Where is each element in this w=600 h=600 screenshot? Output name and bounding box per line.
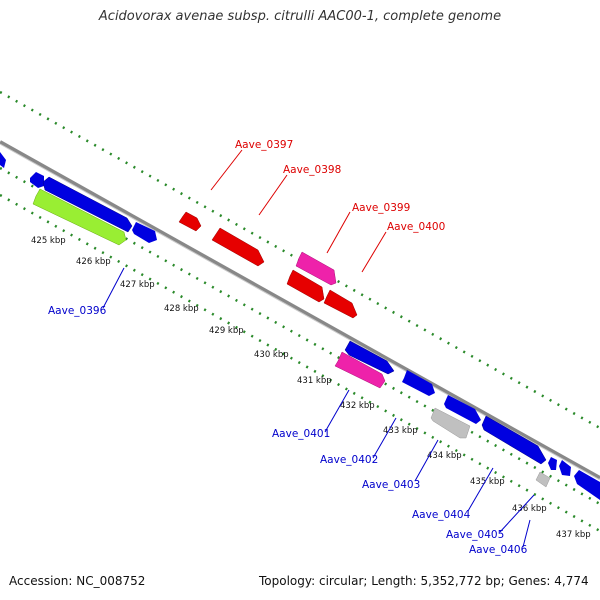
kbp-label-426: 426 kbp <box>76 257 111 267</box>
kbp-label-428: 428 kbp <box>164 304 199 314</box>
kbp-label-429: 429 kbp <box>209 326 244 336</box>
kbp-label-436: 436 kbp <box>512 504 547 514</box>
kbp-label-437: 437 kbp <box>556 530 591 540</box>
upper-tick-track <box>0 166 600 506</box>
gene-label-aave-0397[interactable]: Aave_0397 <box>235 139 293 151</box>
kbp-label-431: 431 kbp <box>297 376 332 386</box>
gene-label-aave-0404[interactable]: Aave_0404 <box>412 509 471 521</box>
gene-aave-0396[interactable] <box>32 188 127 246</box>
forward-leaders <box>210 149 387 273</box>
genome-title: Acidovorax avenae subsp. citrulli AAC00-… <box>98 9 502 24</box>
gene-aave-0402-upper[interactable] <box>402 370 435 396</box>
kbp-label-430: 430 kbp <box>254 350 289 360</box>
gene-label-aave-0403[interactable]: Aave_0403 <box>362 479 420 491</box>
gene-aave-0397[interactable] <box>178 211 202 232</box>
genome-backbone <box>0 140 600 480</box>
gene-label-aave-0406[interactable]: Aave_0406 <box>469 544 528 556</box>
gene-aave-0405[interactable] <box>535 471 551 488</box>
gene-left-edge[interactable] <box>0 152 6 168</box>
gene-label-aave-0400[interactable]: Aave_0400 <box>387 221 445 233</box>
gene-aave-0402[interactable] <box>430 407 471 439</box>
gene-right-of-0396[interactable] <box>132 222 157 243</box>
kbp-label-435: 435 kbp <box>470 477 505 487</box>
gene-aave-0400a[interactable] <box>286 269 325 303</box>
gene-aave-0403-upper[interactable] <box>444 395 481 424</box>
gene-label-aave-0399[interactable]: Aave_0399 <box>352 202 410 214</box>
gene-aave-0401[interactable] <box>334 351 386 389</box>
gene-small-left[interactable] <box>30 172 44 188</box>
gene-small-0405-upper[interactable] <box>548 457 557 470</box>
gene-aave-0399[interactable] <box>295 251 337 286</box>
gene-label-aave-0398[interactable]: Aave_0398 <box>283 164 341 176</box>
forward-gene-labels: Aave_0397 Aave_0398 Aave_0399 Aave_0400 <box>235 139 445 233</box>
gene-aave-0404-upper[interactable] <box>481 415 547 465</box>
reverse-genes <box>0 152 600 500</box>
reverse-gene-labels: Aave_0396 Aave_0401 Aave_0402 Aave_0403 … <box>48 305 528 556</box>
kbp-label-434: 434 kbp <box>427 451 462 461</box>
kbp-scale: 425 kbp 426 kbp 427 kbp 428 kbp 429 kbp … <box>31 236 591 540</box>
lower-tick-track <box>0 193 600 533</box>
forward-genes <box>178 211 358 319</box>
gene-label-aave-0405[interactable]: Aave_0405 <box>446 529 504 541</box>
gene-label-aave-0402[interactable]: Aave_0402 <box>320 454 378 466</box>
kbp-label-433: 433 kbp <box>383 426 418 436</box>
gene-aave-0396-upper[interactable] <box>42 176 133 233</box>
gene-aave-0400b[interactable] <box>323 289 358 319</box>
gene-aave-0401-upper[interactable] <box>344 340 395 375</box>
gene-label-aave-0396[interactable]: Aave_0396 <box>48 305 107 317</box>
gene-label-aave-0401[interactable]: Aave_0401 <box>272 428 330 440</box>
gene-right-edge[interactable] <box>574 470 600 500</box>
gene-aave-0406-upper[interactable] <box>559 460 571 476</box>
kbp-label-427: 427 kbp <box>120 280 155 290</box>
genome-summary: Topology: circular; Length: 5,352,772 bp… <box>259 574 589 588</box>
accession-label: Accession: NC_008752 <box>9 574 146 588</box>
kbp-label-432: 432 kbp <box>340 401 375 411</box>
kbp-label-425: 425 kbp <box>31 236 66 246</box>
gene-aave-0398[interactable] <box>211 227 265 267</box>
reverse-leaders <box>102 267 535 548</box>
